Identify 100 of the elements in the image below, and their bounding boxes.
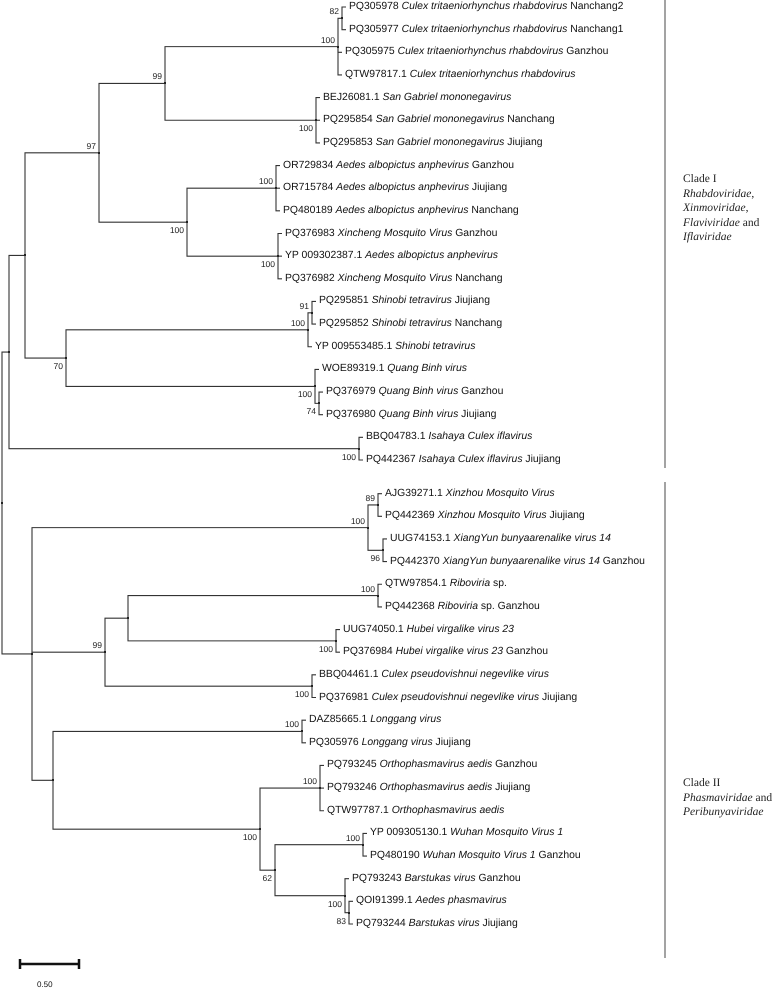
taxon-label: BBQ04783.1 Isahaya Culex iflavirus xyxy=(363,431,532,444)
taxon-label: PQ480190 Wuhan Mosquito Virus 1 Ganzhou xyxy=(367,850,581,862)
taxon-label: AJG39271.1 Xinzhou Mosquito Virus xyxy=(382,488,555,500)
bootstrap-value: 99 xyxy=(92,640,102,650)
tree-branch xyxy=(367,504,378,528)
bootstrap-value: 100 xyxy=(170,225,184,236)
tree-branch xyxy=(164,46,338,84)
tree-branch xyxy=(1,352,9,504)
tree-branch xyxy=(337,46,342,76)
taxon-label: PQ793246 Orthophasmavirus aedis Jiujiang xyxy=(324,782,530,794)
taxon-label: PQ442370 XiangYun bunyaarenalike virus 14 Ganzhou xyxy=(387,556,645,568)
tree-branch xyxy=(98,152,187,223)
taxon-label: PQ305977 Culex tritaeniorhynchus rhabdovirus Nanchang1 xyxy=(346,24,624,36)
tree-branch xyxy=(377,504,382,517)
tree-branch xyxy=(344,896,349,914)
bootstrap-value: 82 xyxy=(330,6,339,16)
tree-branch xyxy=(307,330,312,348)
tree-branch xyxy=(335,629,340,641)
tree-branch xyxy=(259,788,320,830)
tree-branch xyxy=(127,618,336,642)
tree-branch xyxy=(348,900,353,913)
scale-label: 0.50 xyxy=(37,980,54,990)
tree-branch xyxy=(52,730,302,780)
tree-branch xyxy=(52,780,260,830)
taxon-label: YP 009305130.1 Wuhan Mosquito Virus 1 xyxy=(367,827,564,840)
taxon-label: PQ376982 Xincheng Mosquito Virus Nanchang xyxy=(282,272,503,285)
taxon-label: QTW97817.1 Culex tritaeniorhynchus rhabdovirus xyxy=(342,68,576,81)
bootstrap-value: 100 xyxy=(258,176,273,186)
taxon-label: PQ442367 Isahaya Culex iflavirus Jiujiang xyxy=(363,454,561,466)
bootstrap-value: 100 xyxy=(346,832,360,843)
bootstrap-value: 100 xyxy=(342,452,356,462)
tree-branch xyxy=(382,538,387,550)
taxon-label: QOI91399.1 Aedes phasmavirus xyxy=(353,895,507,908)
tree-branch xyxy=(319,764,324,788)
taxon-label: PQ305976 Longgang virus Jiujiang xyxy=(306,736,471,749)
tree-branch xyxy=(315,120,320,121)
tree-branch xyxy=(362,844,367,857)
bootstrap-value: 100 xyxy=(328,898,342,909)
bootstrap-value: 74 xyxy=(306,406,316,416)
taxon-label: OR715784 Aedes albopictus anphevirus Jiujiang xyxy=(280,182,508,194)
tree-branch xyxy=(65,329,308,358)
taxon-label: PQ793243 Barstukas virus Ganzhou xyxy=(349,872,521,885)
taxon-label: PQ295852 Shinobi tetravirus Nanchang xyxy=(316,318,502,330)
bootstrap-value: 100 xyxy=(290,318,305,328)
taxon-label: PQ442368 Riboviria sp. Ganzhou xyxy=(382,600,540,613)
bootstrap-value: 100 xyxy=(318,644,333,654)
taxon-label: YP 009553485.1 Shinobi tetravirus xyxy=(312,340,476,353)
taxon-label: PQ793245 Orthophasmavirus aedis Ganzhou xyxy=(324,759,538,772)
taxon-label: QTW97787.1 Orthophasmavirus aedis xyxy=(324,804,504,817)
tree-branch xyxy=(307,312,312,330)
bootstrap-value: 100 xyxy=(284,719,299,730)
tree-branch xyxy=(341,6,346,18)
tree-branch xyxy=(277,232,282,256)
tree-branch xyxy=(348,912,353,925)
bootstrap-value: 100 xyxy=(298,123,313,134)
tree-branch xyxy=(314,386,319,404)
bootstrap-value: 100 xyxy=(350,516,365,526)
taxon-label: OR729834 Aedes albopictus anphevirus Ganzhou xyxy=(280,160,514,172)
tree-branch xyxy=(311,686,316,698)
tree-branch xyxy=(164,83,316,121)
bootstrap-value: 83 xyxy=(336,916,346,926)
tree-branch xyxy=(358,448,363,461)
taxon-label: PQ480189 Aedes albopictus anphevirus Nanchang xyxy=(280,204,519,217)
tree-branch xyxy=(31,527,368,654)
tree-branch xyxy=(275,165,280,188)
bootstrap-value: 96 xyxy=(370,553,380,564)
taxon-label: PQ376981 Culex pseudovishnui negevlike virus Jiujiang xyxy=(316,692,578,704)
tree-branch xyxy=(8,352,359,450)
tree-branch xyxy=(311,674,316,686)
tree-branch xyxy=(65,358,315,387)
bootstrap-value: 100 xyxy=(242,832,257,842)
tree-branch xyxy=(1,503,32,655)
taxon-label: DAZ85665.1 Longgang virus xyxy=(306,714,442,726)
taxon-label: PQ295854 San Gabriel mononegavirus Nanchang xyxy=(320,114,555,126)
bootstrap-value: 62 xyxy=(262,873,272,884)
tree-branch xyxy=(315,120,320,144)
clade-label: Clade II Phasmaviridae and Peribunyaviridae xyxy=(683,776,774,820)
tree-branch xyxy=(377,584,382,596)
tree-branch xyxy=(337,18,342,47)
bootstrap-value: 100 xyxy=(260,259,275,270)
tree-branch xyxy=(315,97,320,120)
tree-branch xyxy=(382,550,387,562)
taxon-label: UUG74153.1 XiangYun bunyaarenalike virus 14 xyxy=(387,532,611,545)
taxon-label: PQ793244 Barstukas virus Jiujiang xyxy=(353,918,518,930)
taxon-label: PQ376984 Hubei virgalike virus 23 Ganzhou xyxy=(340,646,548,658)
bootstrap-value: 100 xyxy=(302,776,317,786)
clade-label: Clade I Rhabdoviridae, Xinmoviridae, Flaviviridae and Iflaviridae xyxy=(683,172,760,244)
tree-branch xyxy=(104,618,128,652)
tree-branch xyxy=(377,493,382,505)
tree-branch xyxy=(274,844,363,870)
tree-branch xyxy=(31,652,105,654)
taxon-label: PQ295853 San Gabriel mononegavirus Jiujiang xyxy=(320,136,543,149)
tree-branch xyxy=(335,640,340,653)
taxon-label: PQ295851 Shinobi tetravirus Jiujiang xyxy=(316,295,490,308)
tree-branch xyxy=(277,256,282,280)
tree-branch xyxy=(318,392,323,404)
taxon-label: BEJ26081.1 San Gabriel mononegavirus xyxy=(320,92,512,104)
tree-branch xyxy=(98,82,165,153)
tree-branch xyxy=(24,152,99,256)
bootstrap-value: 99 xyxy=(152,71,162,82)
